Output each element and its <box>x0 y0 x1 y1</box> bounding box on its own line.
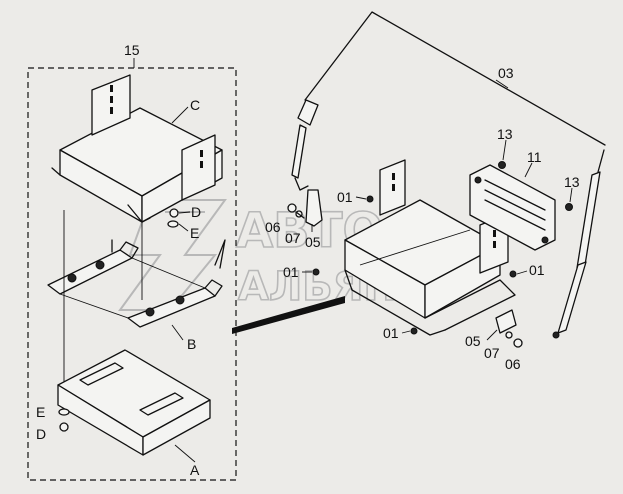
nut-d-bottom <box>59 422 69 432</box>
label-03: 03 <box>498 65 514 81</box>
label-01-d: 01 <box>383 325 399 341</box>
label-01-b: 01 <box>283 264 299 280</box>
label-13-right: 13 <box>564 174 580 190</box>
label-13-top: 13 <box>497 126 513 142</box>
washer-07-right <box>505 331 513 339</box>
screw-01-b <box>312 268 320 276</box>
callout-labels: 15 03 11 13 13 C D E B E D A 01 01 01 01… <box>36 42 580 478</box>
part-a-base-plate <box>57 349 211 456</box>
label-06-left: 06 <box>265 219 281 235</box>
label-e-top: E <box>190 225 199 241</box>
nut-d-top <box>169 208 179 218</box>
part-11-mount-plate <box>469 164 556 251</box>
label-e-bottom: E <box>36 404 45 420</box>
screw-01-a <box>366 195 374 203</box>
label-c: C <box>190 97 200 113</box>
label-06-right: 06 <box>505 356 521 372</box>
label-11: 11 <box>527 149 542 165</box>
label-a: A <box>190 462 200 478</box>
label-b: B <box>187 336 196 352</box>
label-d-top: D <box>191 204 201 220</box>
label-01-a: 01 <box>337 189 353 205</box>
screw-01-d <box>410 327 418 335</box>
bolt-06-left <box>287 203 297 213</box>
label-01-c: 01 <box>529 262 545 278</box>
label-05-left: 05 <box>305 234 321 250</box>
label-07-right: 07 <box>484 345 500 361</box>
washer-e-bottom <box>58 408 70 416</box>
bracket-05-right <box>495 309 517 334</box>
screw-01-c <box>509 270 517 278</box>
bolt-13-right <box>565 203 573 211</box>
leader-lines <box>171 79 573 463</box>
bolt-13-top <box>498 161 506 169</box>
assembly-pointer <box>232 296 345 334</box>
part-03-gas-springs <box>291 11 606 339</box>
bracket-05-left <box>305 189 323 227</box>
bolt-06-right <box>513 338 523 348</box>
washer-e-top <box>167 220 179 228</box>
part-b-rails <box>47 239 226 328</box>
label-d-bottom: D <box>36 426 46 442</box>
label-05-right: 05 <box>465 333 481 349</box>
group-15-frame <box>27 67 237 481</box>
label-07-left: 07 <box>285 230 301 246</box>
label-15: 15 <box>124 42 140 58</box>
